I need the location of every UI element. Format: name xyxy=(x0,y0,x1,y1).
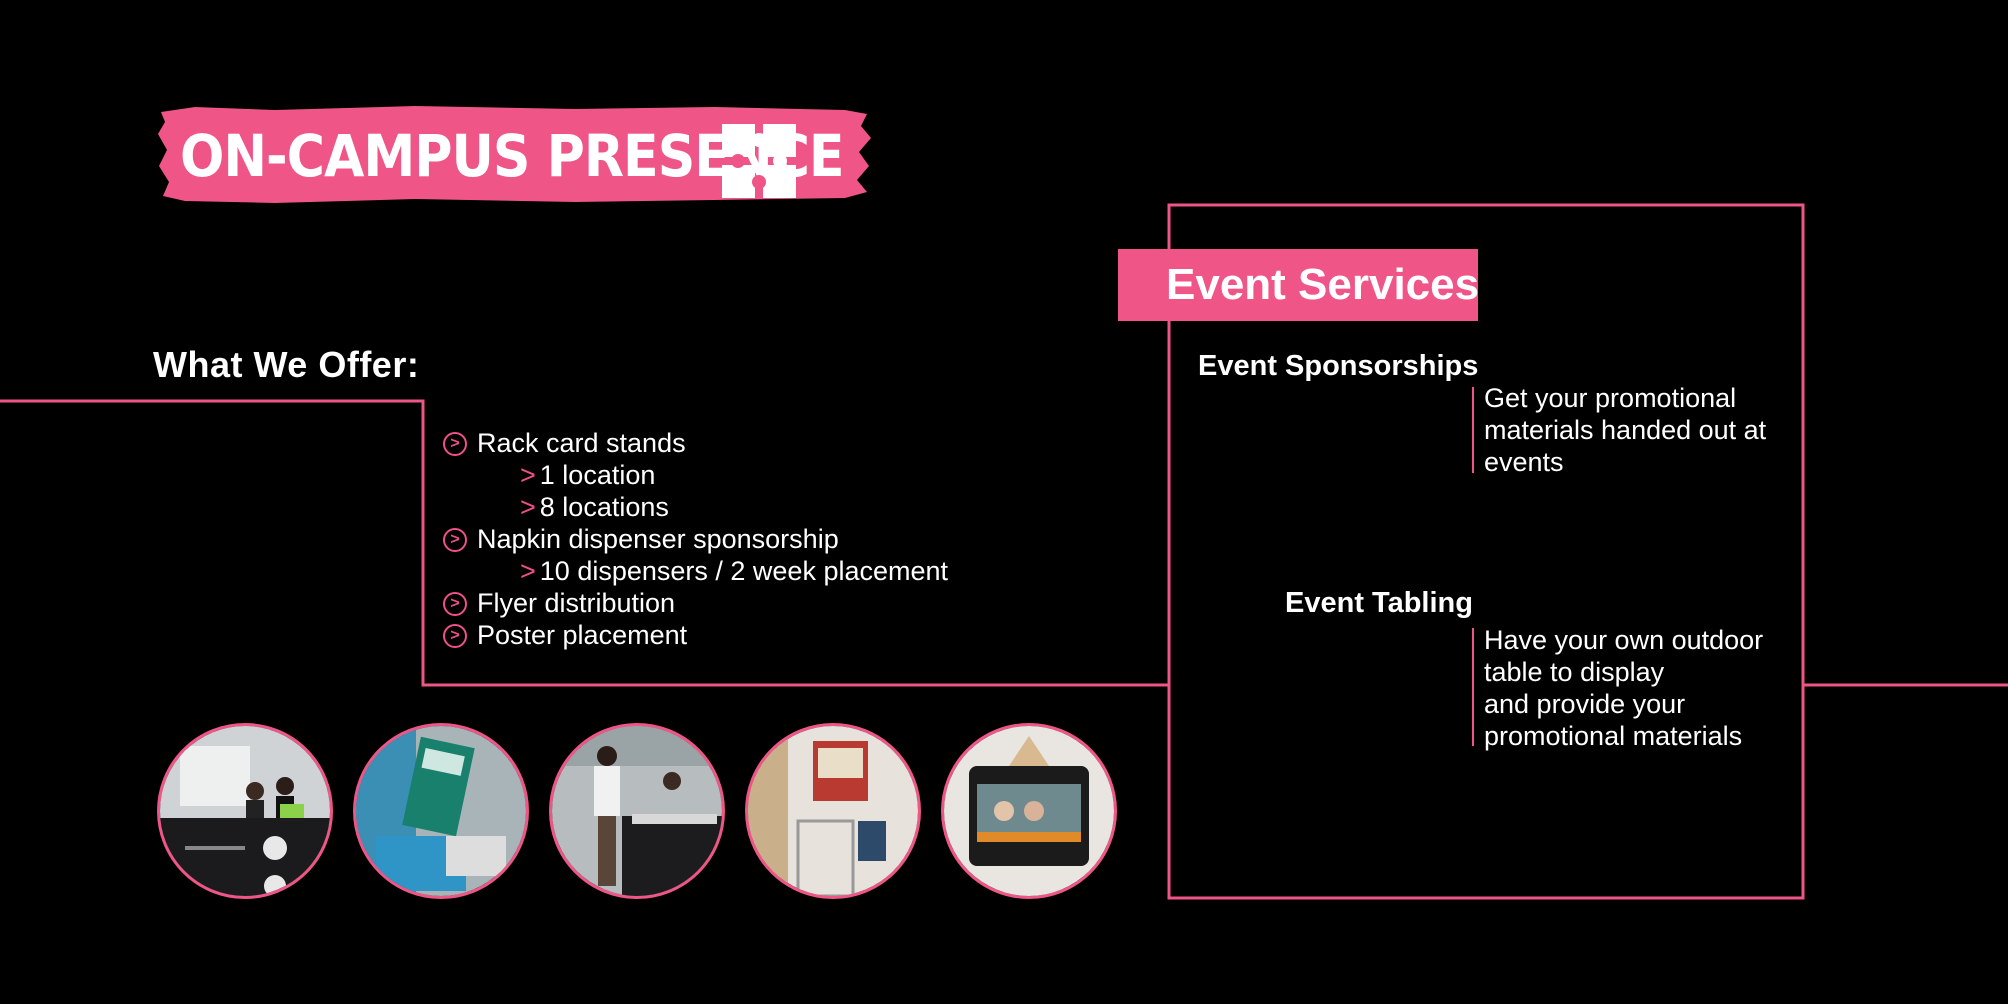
list-item: > Flyer distribution xyxy=(443,588,675,619)
puzzle-icon xyxy=(722,124,796,198)
event-tabling-description: Have your own outdoor table to display a… xyxy=(1484,625,1764,751)
chevron-circle-icon: > xyxy=(443,591,467,616)
list-item: > Napkin dispenser sponsorship xyxy=(443,524,839,555)
chevron-circle-icon: > xyxy=(443,431,467,456)
event-services-title: Event Services xyxy=(1166,260,1480,309)
divider xyxy=(1472,628,1474,746)
chevron-circle-icon: > xyxy=(443,527,467,552)
list-subitem: > 1 location xyxy=(520,460,656,490)
photo-rack-card-stand xyxy=(745,723,921,899)
title-banner-brushstroke xyxy=(158,106,871,203)
list-subitem: > 10 dispensers / 2 week placement xyxy=(520,556,949,586)
chevron-right-icon: > xyxy=(520,492,536,522)
photo-tabling-booth xyxy=(157,723,333,899)
photo-napkin-dispenser xyxy=(941,723,1117,899)
divider xyxy=(1472,387,1474,473)
chevron-right-icon: > xyxy=(520,556,536,586)
chevron-right-icon: > xyxy=(520,460,536,490)
event-sponsorships-heading: Event Sponsorships xyxy=(1198,350,1479,382)
offer-heading: What We Offer: xyxy=(153,344,420,385)
photo-outdoor-table xyxy=(549,723,725,899)
chevron-circle-icon: > xyxy=(443,623,467,648)
list-item: > Poster placement xyxy=(443,620,687,651)
photo-flyer-handout xyxy=(353,723,529,899)
list-item: > Rack card stands xyxy=(443,428,686,459)
event-tabling-heading: Event Tabling xyxy=(1285,587,1473,619)
event-services-tag xyxy=(1118,249,1478,321)
list-subitem: > 8 locations xyxy=(520,492,669,522)
event-sponsorships-description: Get your promotional materials handed ou… xyxy=(1484,383,1767,477)
